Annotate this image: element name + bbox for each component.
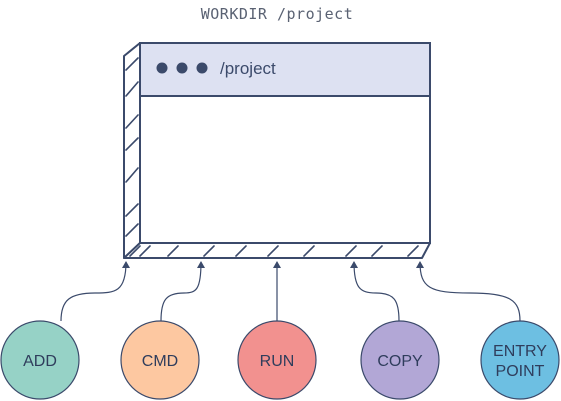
node-entry-point-label-line2: POINT [496, 363, 545, 380]
node-add-circle [0, 320, 80, 400]
node-run-circle [237, 320, 317, 400]
node-copy-label: COPY [377, 353, 423, 370]
node-copy: COPY [360, 320, 440, 400]
window-container: /project [123, 42, 431, 259]
node-copy-circle [360, 320, 440, 400]
node-cmd-label: CMD [142, 353, 178, 370]
node-entry-point-circle [480, 320, 560, 400]
bottom-hatching [129, 245, 419, 257]
connector-entry-point [416, 261, 521, 322]
window-bottom-face [123, 242, 431, 259]
node-run-label: RUN [260, 353, 295, 370]
connectors [60, 261, 521, 322]
connector-copy [350, 261, 400, 322]
side-hatching [125, 57, 139, 237]
node-add: ADD [0, 320, 80, 400]
node-run: RUN [237, 320, 317, 400]
node-cmd-circle [120, 320, 200, 400]
connector-add [60, 261, 130, 322]
window-titlebar [139, 42, 431, 97]
node-entry-point: ENTRY POINT [480, 320, 560, 400]
window-dot-icon [196, 62, 208, 74]
connector-cmd [160, 261, 205, 322]
diagram-title: WORKDIR /project [201, 5, 354, 23]
window-dot-icon [176, 62, 188, 74]
window-path-label: /project [220, 59, 276, 78]
window-dot-icon [156, 62, 168, 74]
node-entry-point-label-line1: ENTRY [493, 343, 547, 360]
node-cmd: CMD [120, 320, 200, 400]
node-add-label: ADD [23, 353, 57, 370]
